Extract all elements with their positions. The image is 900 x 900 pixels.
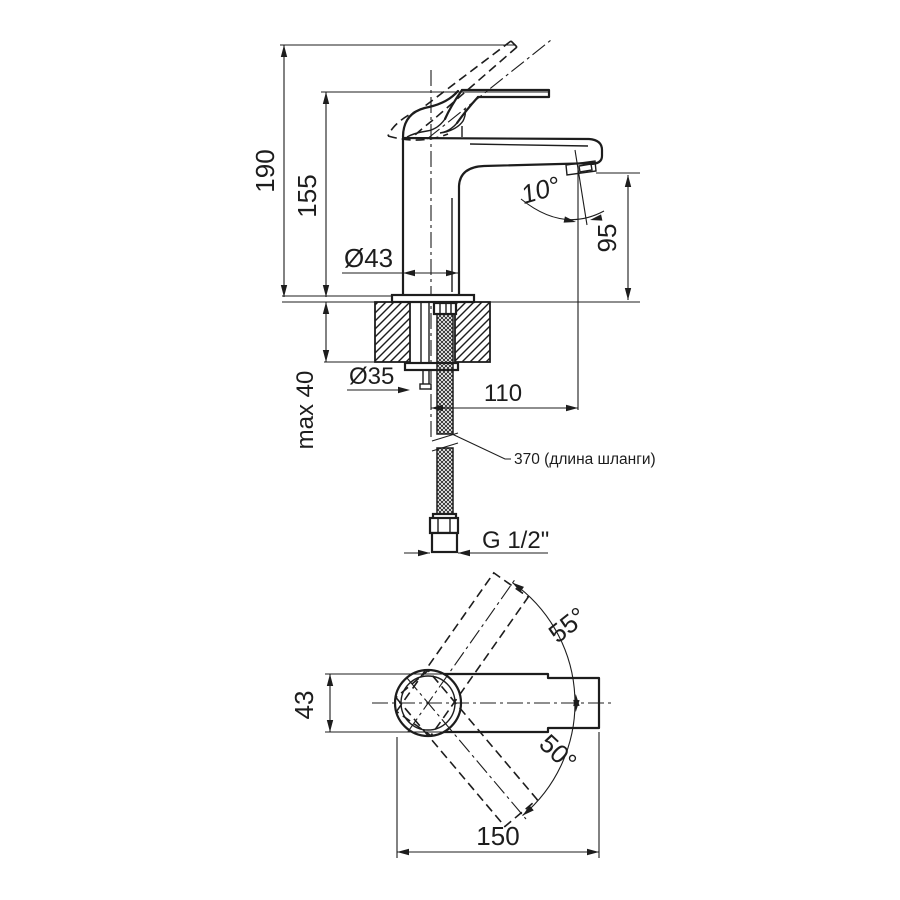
- top-view: 55° 50° 43 150: [289, 571, 614, 858]
- dim-swing-up-label: 55°: [543, 601, 592, 649]
- dim-body-height-label: 155: [292, 174, 322, 217]
- dim-overall-length: 150: [396, 732, 600, 858]
- flex-hose-lower: [436, 447, 454, 516]
- dim-hole-diameter: Ø35: [347, 363, 410, 394]
- dim-deck-thickness-label: max 40: [292, 371, 319, 450]
- dim-body-width-label: 43: [289, 691, 319, 720]
- hose-length-note-label: 370 (длина шланги): [514, 451, 656, 468]
- aerator: [565, 160, 597, 176]
- hose-hex-nut: [428, 516, 460, 535]
- side-view: 10° 190 155 max 40: [250, 39, 656, 557]
- under-counter-assembly: [403, 301, 460, 554]
- mounting-nut: [403, 361, 460, 372]
- handle-lever: [401, 88, 551, 139]
- handle-swing-phantoms: [394, 571, 539, 828]
- dim-spout-reach: 110: [431, 380, 578, 412]
- dim-total-height-label: 190: [250, 149, 280, 192]
- dim-spout-tilt-label: 10°: [517, 170, 563, 210]
- dim-body-diameter: Ø43: [342, 243, 459, 277]
- dim-thread: G 1/2": [404, 527, 549, 557]
- dim-outlet-height-label: 95: [592, 224, 622, 253]
- stream-angle: 10°: [517, 149, 605, 410]
- handle-base-circle: [393, 668, 463, 738]
- dim-thread-label: G 1/2": [482, 527, 549, 554]
- dim-hole-diameter-label: Ø35: [349, 363, 394, 390]
- dim-swing-down-label: 50°: [534, 728, 583, 777]
- faucet-body-top: [393, 668, 601, 738]
- dim-outlet-height: 95: [592, 172, 640, 300]
- dim-total-height: 190: [250, 44, 516, 297]
- thread-end-g12: [430, 531, 459, 554]
- counter-hatch-left: [374, 301, 411, 363]
- dim-deck-thickness: max 40: [292, 302, 330, 450]
- handle-base-inner-circle: [400, 675, 456, 731]
- dim-body-width: 43: [289, 673, 444, 733]
- hose-length-note: 370 (длина шланги): [451, 433, 656, 468]
- hose-nipple: [432, 301, 458, 316]
- dim-spout-reach-label: 110: [484, 380, 522, 407]
- dim-overall-length-label: 150: [476, 821, 519, 851]
- swing-arc: 55° 50°: [511, 582, 592, 817]
- dim-body-diameter-label: Ø43: [344, 243, 393, 273]
- flex-hose-upper: [436, 313, 454, 435]
- countertop-section: [282, 295, 640, 363]
- counter-hatch-right: [454, 301, 491, 363]
- base-flange: [390, 293, 476, 304]
- aerator-inner: [578, 163, 593, 173]
- dim-body-height: 155: [292, 91, 548, 297]
